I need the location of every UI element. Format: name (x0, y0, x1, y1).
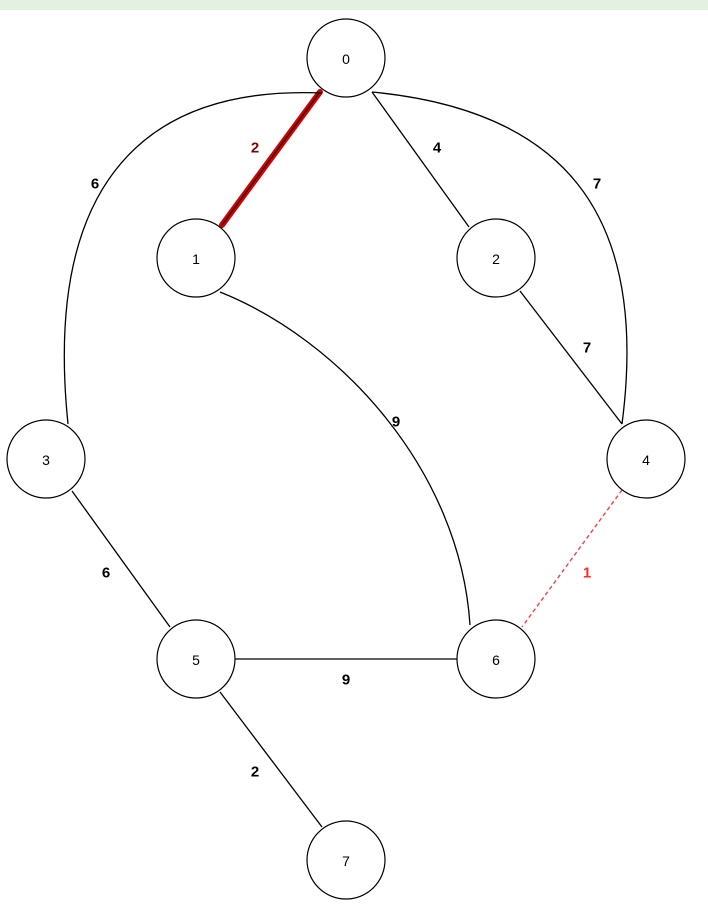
nodes-layer: 0 1 2 3 4 5 6 7 (6, 18, 686, 900)
edge-1-6[interactable] (219, 291, 471, 626)
node-3[interactable]: 3 (6, 419, 86, 499)
edges-layer (63, 89, 628, 828)
node-1[interactable]: 1 (156, 218, 236, 298)
node-6[interactable]: 6 (456, 619, 536, 699)
top-bar (0, 0, 708, 10)
node-6-circle[interactable] (456, 619, 536, 699)
node-0-circle[interactable] (306, 18, 386, 98)
node-4[interactable]: 4 (606, 419, 686, 499)
edge-0-3[interactable] (63, 91, 323, 425)
edge-5-6-weight-label: 9 (342, 672, 350, 689)
edge-labels-layer: 2 4 6 7 9 7 6 1 9 2 (91, 140, 601, 781)
edge-3-5[interactable] (71, 490, 171, 628)
node-7-circle[interactable] (306, 820, 386, 900)
node-2-circle[interactable] (456, 218, 536, 298)
edge-4-6-weight-label: 1 (583, 565, 591, 582)
edge-1-6-weight-label: 9 (392, 414, 400, 431)
node-7[interactable]: 7 (306, 820, 386, 900)
edge-2-4[interactable] (519, 290, 623, 425)
node-7-label: 7 (342, 853, 350, 869)
node-3-label: 3 (42, 452, 50, 468)
node-5[interactable]: 5 (156, 619, 236, 699)
node-2[interactable]: 2 (456, 218, 536, 298)
node-3-circle[interactable] (6, 419, 86, 499)
node-2-label: 2 (492, 251, 500, 267)
node-0-label: 0 (342, 51, 350, 67)
edge-0-1-weight-label: 2 (251, 140, 259, 157)
edge-4-6[interactable] (521, 489, 623, 628)
node-1-label: 1 (192, 251, 200, 267)
node-1-circle[interactable] (156, 218, 236, 298)
node-0[interactable]: 0 (306, 18, 386, 98)
node-4-circle[interactable] (606, 419, 686, 499)
edge-2-4-weight-label: 7 (583, 340, 591, 357)
node-6-label: 6 (492, 652, 500, 668)
node-5-circle[interactable] (156, 619, 236, 699)
edge-5-7-weight-label: 2 (251, 764, 259, 781)
edge-3-5-weight-label: 6 (102, 565, 110, 582)
edge-0-4[interactable] (371, 91, 628, 425)
node-5-label: 5 (192, 652, 200, 668)
node-4-label: 4 (642, 452, 650, 468)
edge-0-4-weight-label: 7 (593, 176, 601, 193)
edge-0-3-weight-label: 6 (91, 176, 99, 193)
edge-0-2[interactable] (371, 91, 470, 228)
edge-0-2-weight-label: 4 (433, 140, 442, 157)
edge-5-7[interactable] (219, 691, 323, 828)
edge-0-1[interactable] (221, 91, 321, 226)
